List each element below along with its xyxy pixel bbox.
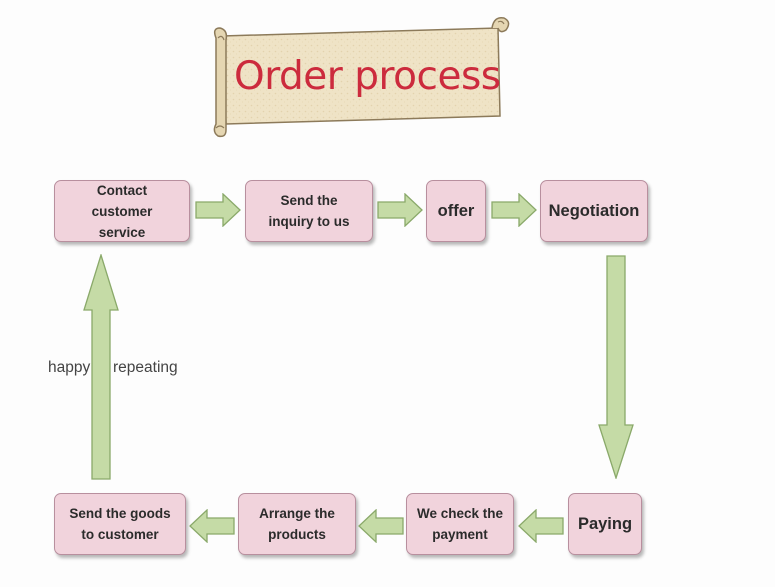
loop-label-repeating: repeating [113,359,178,376]
loop-label-happy: happy [48,359,91,376]
step-paying: Paying [568,493,642,555]
scroll-icon [213,16,510,138]
arrow-down [598,255,634,479]
step-check-payment: We check the payment [406,493,514,555]
arrow-right [491,193,537,227]
step-send-goods: Send the goods to customer [54,493,186,555]
step-negotiation: Negotiation [540,180,648,242]
step-offer: offer [426,180,486,242]
arrow-right [195,193,241,227]
step-contact-customer-service: Contact customer service [54,180,190,242]
page-title: Order process [234,54,501,99]
title-banner: Order process [208,14,518,138]
arrow-left [518,509,564,543]
arrow-left [358,509,404,543]
arrow-left [189,509,235,543]
arrow-up [83,254,119,480]
step-arrange-products: Arrange the products [238,493,356,555]
step-send-inquiry: Send the inquiry to us [245,180,373,242]
arrow-right [377,193,423,227]
